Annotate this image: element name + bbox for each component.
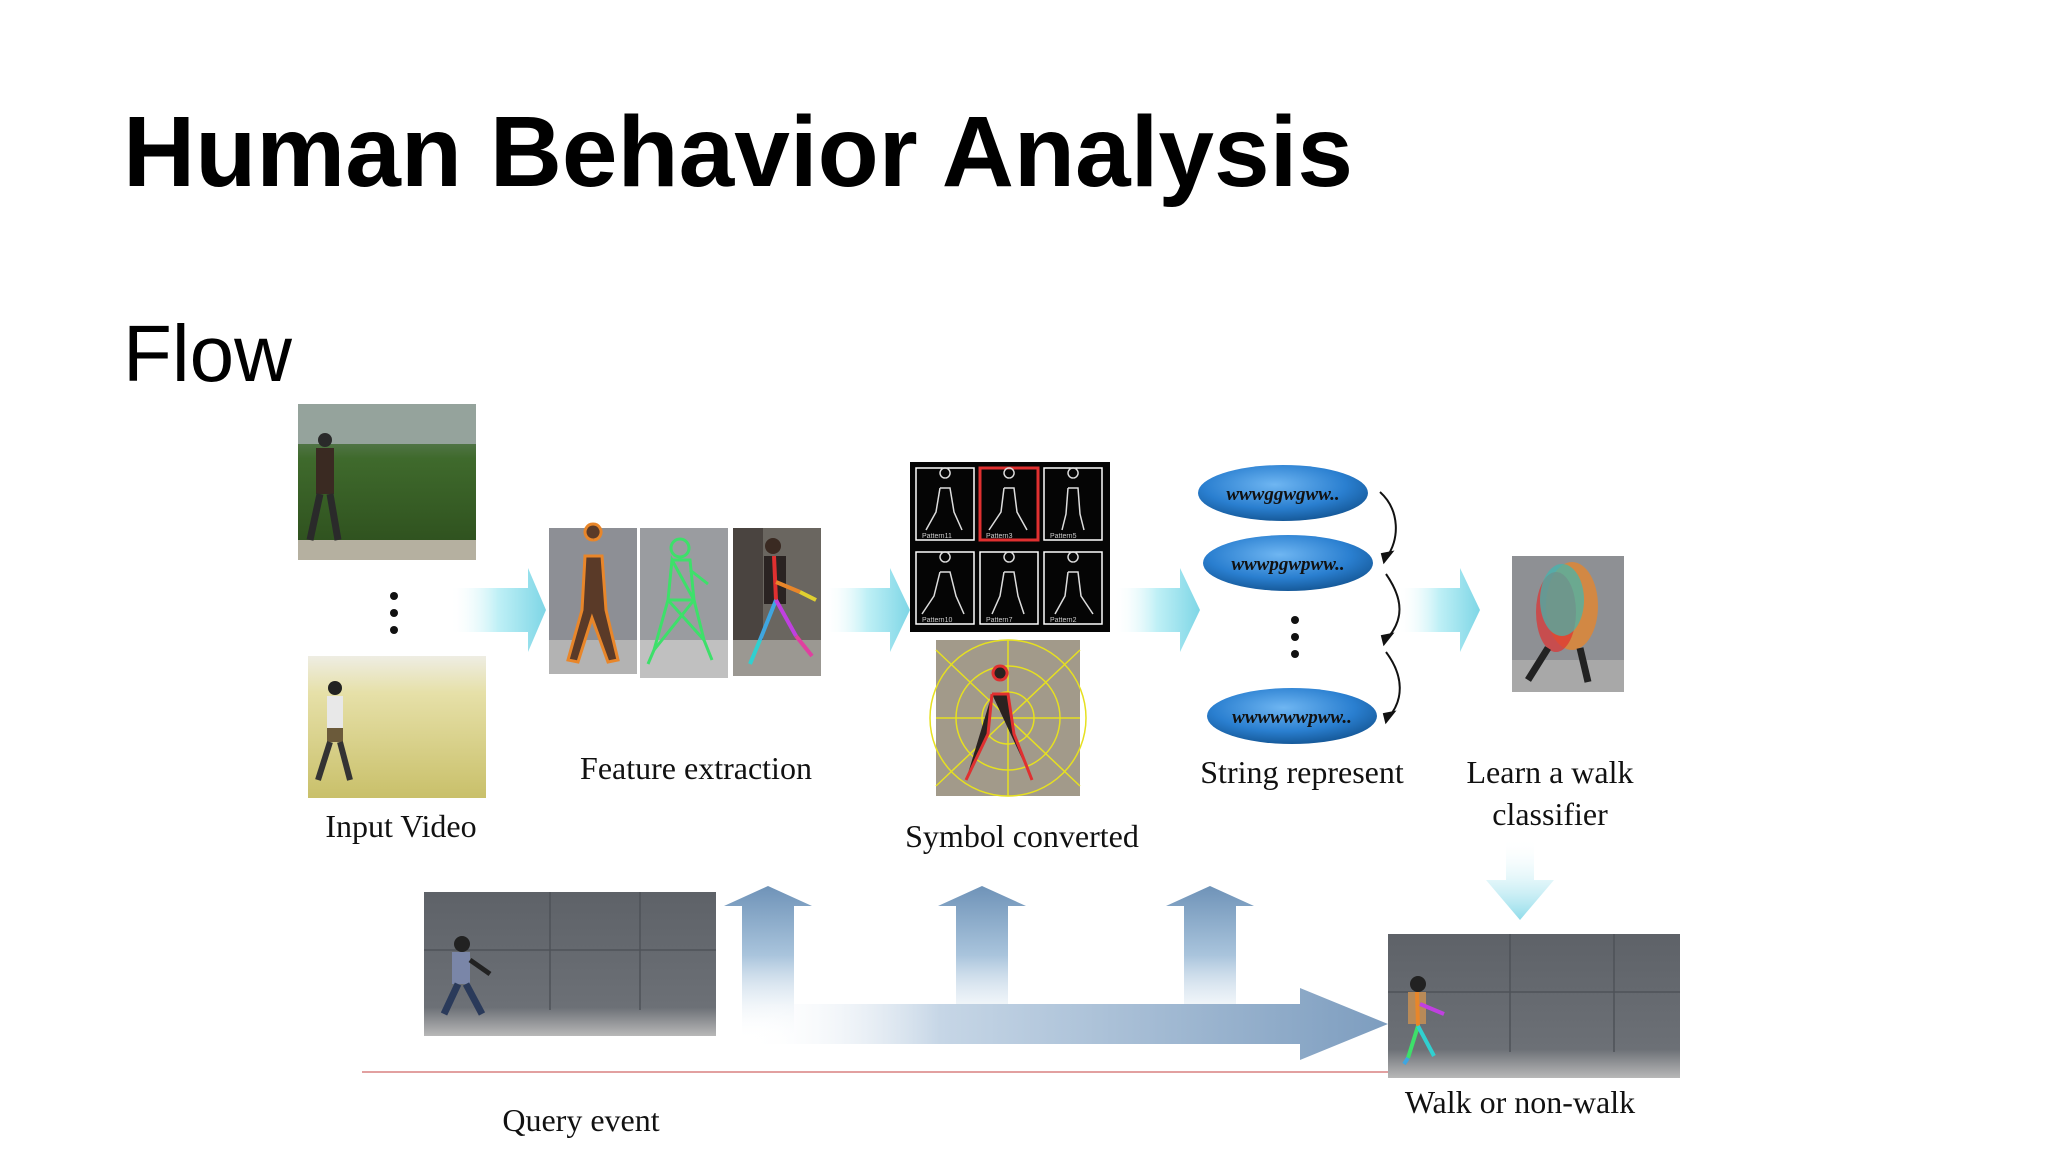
- string-text: wwwpgwpww..: [1231, 554, 1344, 575]
- caption-learn-classifier: Learn a walk classifier: [1466, 754, 1634, 832]
- feature-image-outline: [549, 522, 637, 674]
- caption-symbol-converted: Symbol converted: [905, 818, 1139, 854]
- main-flow-arrow: [748, 988, 1388, 1060]
- feature-image-colored-skeleton: [733, 528, 821, 676]
- up-arrow: [938, 886, 1026, 1040]
- pose-label: Pattern11: [922, 533, 952, 540]
- walking-person-icon: [306, 433, 342, 541]
- up-arrow: [1166, 886, 1254, 1040]
- pose-label: Pattern2: [1050, 617, 1077, 624]
- walking-person-icon: [315, 681, 353, 781]
- flow-arrow-4: [1398, 568, 1480, 652]
- string-pill: wwwpgwpww..: [1203, 535, 1373, 591]
- ellipsis-icon: [1291, 616, 1299, 658]
- up-arrow: [724, 886, 812, 1040]
- pose-label: Pattern7: [986, 617, 1013, 624]
- pose-pattern-grid: Pattern11 Pattern3 Pattern5 Pattern10 Pa…: [910, 462, 1110, 632]
- caption-result: Walk or non-walk: [1404, 1084, 1636, 1120]
- caption-feature-extraction: Feature extraction: [580, 750, 812, 786]
- caption-string-represent: String represent: [1200, 754, 1404, 790]
- pose-label: Pattern3: [986, 533, 1013, 540]
- transition-arrows: [1379, 491, 1401, 725]
- string-text: wwwggwgww..: [1226, 484, 1339, 505]
- down-arrow: [1486, 838, 1554, 920]
- string-pill: wwwwwwpww..: [1207, 688, 1377, 744]
- flow-arrow-1: [450, 568, 546, 652]
- string-text: wwwwwwpww..: [1232, 707, 1352, 728]
- string-pill: wwwggwgww..: [1198, 465, 1368, 521]
- pose-label: Pattern5: [1050, 533, 1077, 540]
- pose-label: Pattern10: [922, 617, 952, 624]
- classifier-image: [1512, 556, 1624, 692]
- walking-person-icon: [1402, 976, 1445, 1066]
- input-frame-bottom: [308, 648, 486, 798]
- caption-input-video: Input Video: [325, 808, 477, 844]
- slide-title: Human Behavior Analysis: [123, 96, 1354, 208]
- input-frame-top: [298, 404, 476, 560]
- slide-subtitle: Flow: [123, 309, 292, 398]
- ellipsis-icon: [390, 592, 398, 634]
- flow-arrow-3: [1114, 568, 1200, 652]
- caption-query-event: Query event: [502, 1102, 660, 1138]
- feature-image-skeleton: [640, 528, 728, 678]
- flow-arrow-2: [824, 568, 910, 652]
- query-image: [424, 892, 716, 1036]
- symbol-polar-image: [929, 639, 1087, 797]
- result-image: [1388, 934, 1680, 1078]
- walking-person-icon: [440, 936, 492, 1016]
